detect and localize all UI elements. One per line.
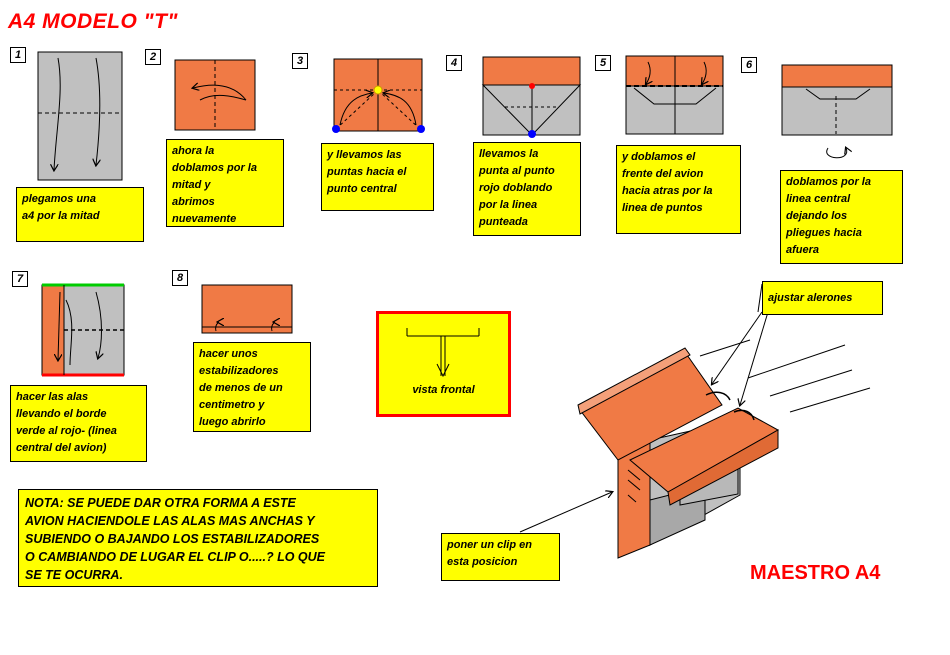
step1-sheet xyxy=(37,51,123,181)
step-number-7: 7 xyxy=(12,271,28,287)
note-step5: y doblamos el frente del avion hacia atr… xyxy=(616,145,741,234)
note-step7: hacer las alas llevando el borde verde a… xyxy=(10,385,147,462)
step-number-5: 5 xyxy=(595,55,611,71)
step4-sheet xyxy=(481,56,582,138)
maestro-signature: MAESTRO A4 xyxy=(750,562,881,584)
note-step3: y llevamos las puntas hacia el punto cen… xyxy=(321,143,434,211)
note-step6: doblamos por la linea central dejando lo… xyxy=(780,170,903,264)
nota-box: NOTA: SE PUEDE DAR OTRA FORMA A ESTE AVI… xyxy=(18,489,378,587)
step-number-8: 8 xyxy=(172,270,188,286)
plane-3d xyxy=(577,339,871,559)
page-title: A4 MODELO "T" xyxy=(8,10,178,33)
step-number-6: 6 xyxy=(741,57,757,73)
note-step8: hacer unos estabilizadores de menos de u… xyxy=(193,342,311,432)
ajustar-arrow-2 xyxy=(740,311,769,405)
step8-sheet xyxy=(201,284,293,334)
note-clip: poner un clip en esta posicion xyxy=(441,533,560,581)
step7-sheet xyxy=(41,283,125,377)
step6-sheet xyxy=(781,64,893,159)
clip-arrow xyxy=(519,492,612,533)
ajustar-arrow-1 xyxy=(712,311,763,384)
step5-sheet xyxy=(625,55,724,135)
note-step4: llevamos la punta al punto rojo doblando… xyxy=(473,142,581,236)
vista-frontal-box: vista frontal xyxy=(376,311,511,417)
note-ajustar: ajustar alerones xyxy=(762,281,883,315)
vista-frontal-label: vista frontal xyxy=(412,384,475,396)
vista-frontal-t-icon xyxy=(406,328,480,378)
note-step2: ahora la doblamos por la mitad y abrimos… xyxy=(166,139,284,227)
step-number-1: 1 xyxy=(10,47,26,63)
note-step1: plegamos una a4 por la mitad xyxy=(16,187,144,242)
step-number-3: 3 xyxy=(292,53,308,69)
step-number-2: 2 xyxy=(145,49,161,65)
step3-sheet xyxy=(332,58,425,133)
step-number-4: 4 xyxy=(446,55,462,71)
step2-sheet xyxy=(174,59,256,131)
